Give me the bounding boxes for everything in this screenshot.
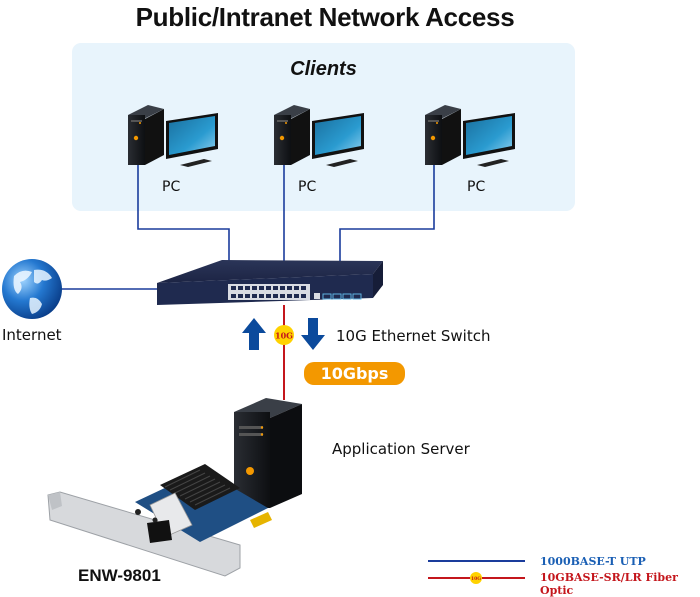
pc-1-icon bbox=[128, 105, 218, 167]
nic-card-icon bbox=[47, 464, 272, 577]
pc-3-label: PC bbox=[467, 179, 486, 195]
fiber-badge-text: 10G bbox=[275, 331, 293, 341]
legend-fiber-label: 10GBASE-SR/LR Fiber Optic bbox=[540, 571, 678, 597]
nic-model-label: ENW-9801 bbox=[78, 566, 161, 585]
download-arrow-icon bbox=[301, 318, 325, 350]
diagram-title: Public/Intranet Network Access bbox=[135, 2, 515, 32]
internet-label: Internet bbox=[2, 326, 62, 344]
switch-label: 10G Ethernet Switch bbox=[336, 327, 491, 345]
pc-2-icon bbox=[274, 105, 364, 167]
clients-label: Clients bbox=[290, 58, 357, 80]
legend-fiber-badge bbox=[470, 572, 482, 584]
application-server-icon bbox=[234, 398, 302, 508]
speed-badge: 10Gbps bbox=[304, 362, 405, 385]
link-pc3-switch bbox=[339, 162, 435, 262]
ethernet-switch-icon bbox=[157, 260, 383, 305]
server-label: Application Server bbox=[332, 440, 470, 458]
legend-fiber: 10G bbox=[428, 572, 525, 584]
pc-3-icon bbox=[425, 105, 515, 167]
legend-fiber-badge-text: 10G bbox=[471, 576, 481, 582]
globe-icon bbox=[2, 259, 62, 319]
utp-links bbox=[60, 162, 435, 290]
fiber-10g-badge: 10G bbox=[274, 325, 294, 345]
legend-utp-label: 1000BASE-T UTP bbox=[540, 555, 646, 568]
link-pc1-switch bbox=[137, 162, 230, 262]
upload-arrow-icon bbox=[242, 318, 266, 350]
pc-2-label: PC bbox=[298, 179, 317, 195]
pc-1-label: PC bbox=[162, 179, 181, 195]
